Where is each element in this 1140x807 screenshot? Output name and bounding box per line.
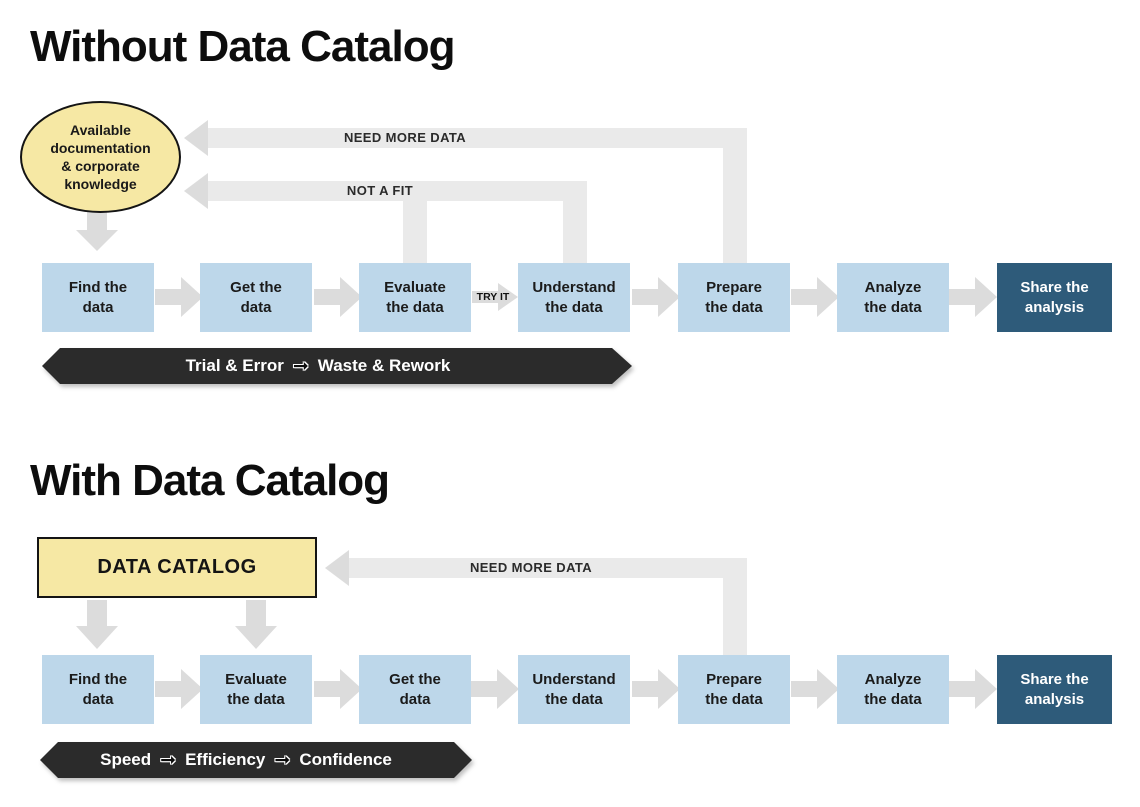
ellipse-line: Available [70,121,131,138]
try-it-arrow-icon [472,283,518,311]
try-it-label: TRY IT [476,291,510,303]
arrow-right-icon [471,669,519,709]
arrow-down-icon [76,206,118,251]
arrow-right-icon [949,277,997,317]
ellipse-line: & corporate [61,158,140,174]
arrow-left-icon [184,173,208,209]
arrow-right-icon: ➞ [160,749,177,771]
arrow-right-icon: ➞ [274,749,291,771]
arrow-right-icon: ➞ [292,355,309,377]
feedback-label-need-more-data: NEED MORE DATA [343,130,467,145]
banner-trial-error: Trial & Error ➞ Waste & Rework [185,355,451,377]
feedback-band-not-a-fit [208,181,587,201]
feedback-band-need-more-data [208,128,747,148]
arrow-down-icon [235,600,277,649]
feedback-band-need-more-data [349,558,747,578]
arrow-right-icon [632,669,680,709]
arrow-right-icon [314,669,362,709]
section-title-with: With Data Catalog [30,456,390,505]
feedback-label-not-a-fit: NOT A FIT [346,183,414,198]
arrow-left-icon [325,550,349,586]
connector-prepare-to-need-more-data [723,578,747,655]
ellipse-line: documentation [50,139,151,156]
banner-trial-error-ribbon [42,348,632,384]
arrow-down-icon [76,600,118,649]
arrow-right-icon [155,277,203,317]
arrow-right-icon [949,669,997,709]
section-title-without: Without Data Catalog [30,22,455,71]
ellipse-line: knowledge [64,176,137,193]
arrow-right-icon [632,277,680,317]
feedback-label-need-more-data: NEED MORE DATA [469,560,593,575]
arrow-left-icon [184,120,208,156]
arrow-right-icon [791,277,839,317]
arrow-right-icon [791,669,839,709]
banner-speed-ribbon [40,742,472,778]
arrow-right-icon [314,277,362,317]
connector-prepare-to-need-more-data [723,128,747,263]
banner-speed: Speed ➞ Efficiency ➞ Confidence [100,749,392,771]
knowledge-ellipse: Available documentation & corporate know… [20,101,181,213]
arrow-right-icon [155,669,203,709]
connector-evaluate-to-not-a-fit [403,201,427,263]
data-catalog-box: DATA CATALOG [37,537,317,598]
connector-understand-to-not-a-fit [563,201,587,263]
